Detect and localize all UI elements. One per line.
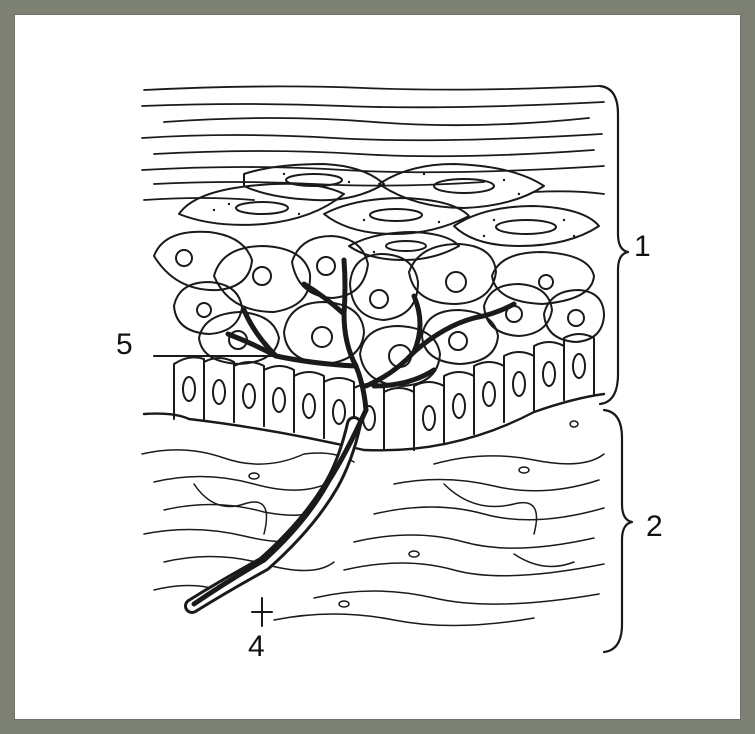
label-4-marker	[252, 598, 272, 626]
nerve-fiber	[192, 410, 366, 606]
label-nerve-fiber: 4	[248, 632, 265, 662]
label-free-nerve-ending: 5	[116, 330, 133, 360]
figure-frame: 1 2 5 4	[14, 14, 741, 720]
label-epidermis: 1	[634, 232, 651, 262]
skin-section-diagram	[14, 14, 741, 720]
spinous-layer	[154, 232, 604, 386]
spinous-nuclei	[176, 250, 584, 367]
epidermis-brace	[600, 86, 628, 404]
basal-layer	[144, 334, 604, 450]
label-dermis: 2	[646, 512, 663, 542]
dermis-brace	[604, 410, 632, 652]
stratum-corneum-lines	[142, 86, 604, 200]
